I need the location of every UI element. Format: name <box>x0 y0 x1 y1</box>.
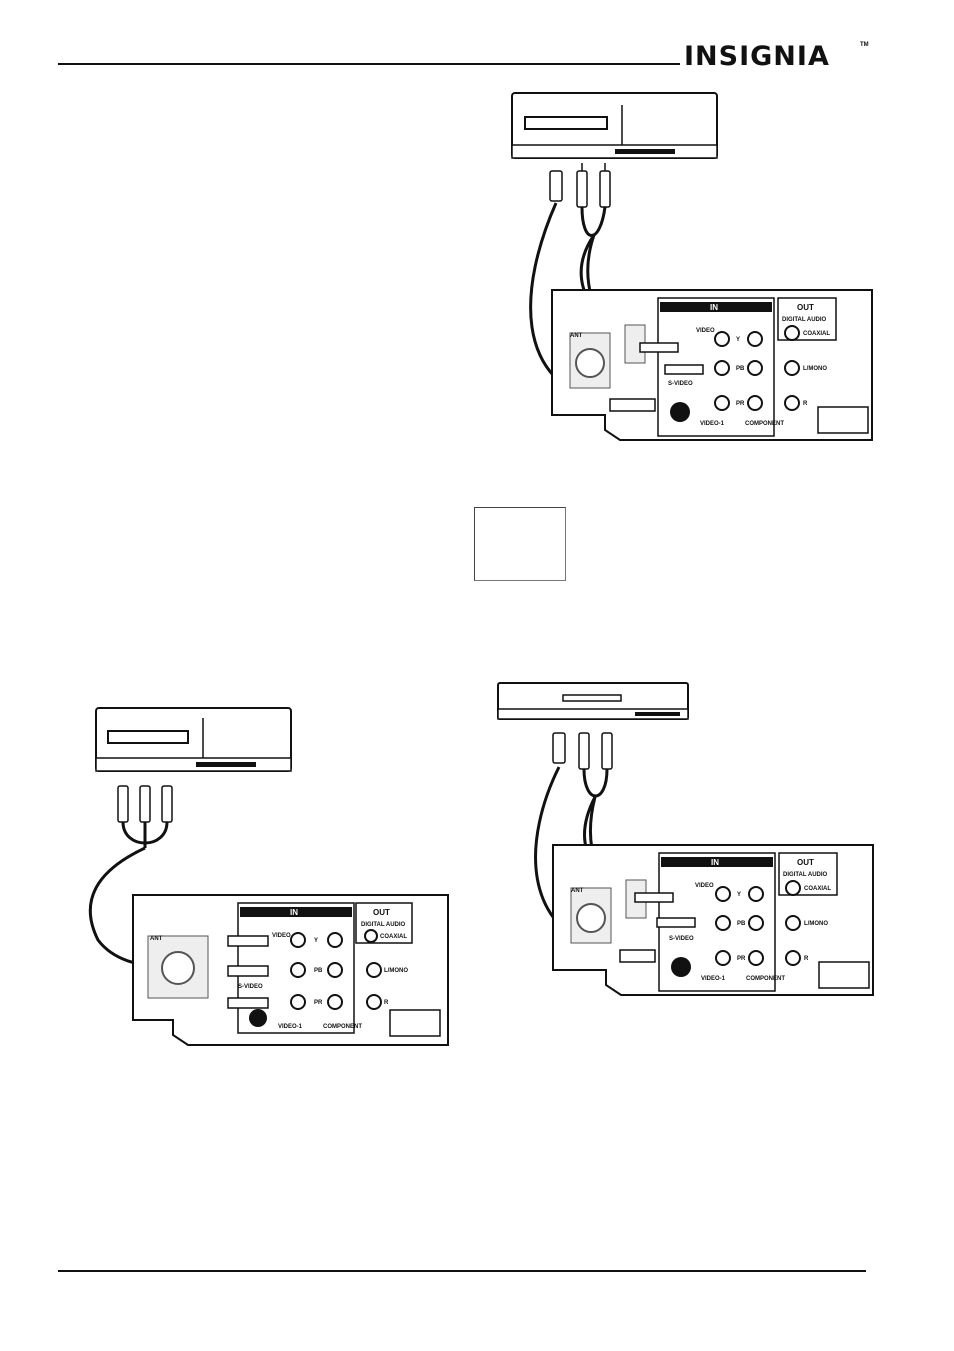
tv-panel: ANT IN OUT DIGITAL AUDIO COAXIAL VIDEO Y… <box>552 844 874 996</box>
digital-audio-label: DIGITAL AUDIO <box>782 317 827 323</box>
y-label: Y <box>736 337 740 343</box>
rca-plug-right <box>664 364 704 375</box>
video-1-label: VIDEO-1 <box>701 976 726 982</box>
digital-audio-label: DIGITAL AUDIO <box>783 872 828 878</box>
out-label: OUT <box>373 908 390 917</box>
y-label: Y <box>314 938 318 944</box>
rca-plug-left <box>634 892 674 903</box>
cable-plugs <box>552 732 613 770</box>
video-label: VIDEO <box>695 883 714 889</box>
s-video-label: S-VIDEO <box>668 381 693 387</box>
diagram-vcr-composite: ANT IN OUT DIGITAL AUDIO COAXIAL VIDEO Y… <box>88 707 449 1046</box>
dvd-device <box>497 682 689 720</box>
s-video-label: S-VIDEO <box>238 984 263 990</box>
digital-audio-label: DIGITAL AUDIO <box>361 922 406 928</box>
rca-plug-right <box>656 917 696 928</box>
tv-panel: ANT IN OUT DIGITAL AUDIO COAXIAL VIDEO Y… <box>551 289 873 441</box>
rca-plug-right <box>227 997 269 1009</box>
rca-plug-left <box>639 342 679 353</box>
video-label: VIDEO <box>696 328 715 334</box>
coaxial-label: COAXIAL <box>380 934 407 940</box>
r-label: R <box>803 401 808 407</box>
video-1-label: VIDEO-1 <box>278 1024 303 1030</box>
pb-label: PB <box>736 366 745 372</box>
r-label: R <box>804 956 809 962</box>
coaxial-label: COAXIAL <box>803 331 830 337</box>
ant-label: ANT <box>150 936 163 942</box>
component-label: COMPONENT <box>745 421 784 427</box>
in-label: IN <box>711 858 719 867</box>
tv-panel: ANT IN OUT DIGITAL AUDIO COAXIAL VIDEO Y… <box>132 894 449 1046</box>
cable-plugs <box>549 163 611 208</box>
trademark-text: TM <box>860 42 869 48</box>
in-label: IN <box>710 303 718 312</box>
cable-plugs <box>117 785 173 823</box>
insignia-logo: INSIGNIA TM <box>684 41 869 72</box>
header-rule <box>58 63 680 65</box>
ant-label: ANT <box>571 888 584 894</box>
component-label: COMPONENT <box>323 1024 362 1030</box>
out-label: OUT <box>797 303 814 312</box>
y-label: Y <box>737 892 741 898</box>
rca-plug-video <box>227 935 269 947</box>
video-1-label: VIDEO-1 <box>700 421 725 427</box>
out-label: OUT <box>797 858 814 867</box>
svideo-plug <box>609 398 656 412</box>
vcr-device <box>95 707 292 772</box>
ant-label: ANT <box>570 333 583 339</box>
pb-label: PB <box>314 968 323 974</box>
svideo-plug <box>619 949 656 963</box>
pr-label: PR <box>737 956 746 962</box>
vcr-device <box>511 92 718 159</box>
component-label: COMPONENT <box>746 976 785 982</box>
coaxial-label: COAXIAL <box>804 886 831 892</box>
footer-rule <box>58 1270 866 1272</box>
note-box <box>474 507 566 581</box>
rca-plug-left <box>227 965 269 977</box>
l-mono-label: L/MONO <box>803 366 827 372</box>
s-video-label: S-VIDEO <box>669 936 694 942</box>
in-label: IN <box>290 908 298 917</box>
diagram-dvd-svideo: ANT IN OUT DIGITAL AUDIO COAXIAL VIDEO Y… <box>497 682 874 996</box>
pr-label: PR <box>736 401 745 407</box>
pr-label: PR <box>314 1000 323 1006</box>
pb-label: PB <box>737 921 746 927</box>
r-label: R <box>384 1000 389 1006</box>
l-mono-label: L/MONO <box>804 921 828 927</box>
diagram-vcr-svideo: ANT IN OUT DIGITAL AUDIO COAXIAL VIDEO Y… <box>511 92 873 441</box>
brand-text: INSIGNIA <box>684 41 830 72</box>
l-mono-label: L/MONO <box>384 968 408 974</box>
video-label: VIDEO <box>272 933 291 939</box>
